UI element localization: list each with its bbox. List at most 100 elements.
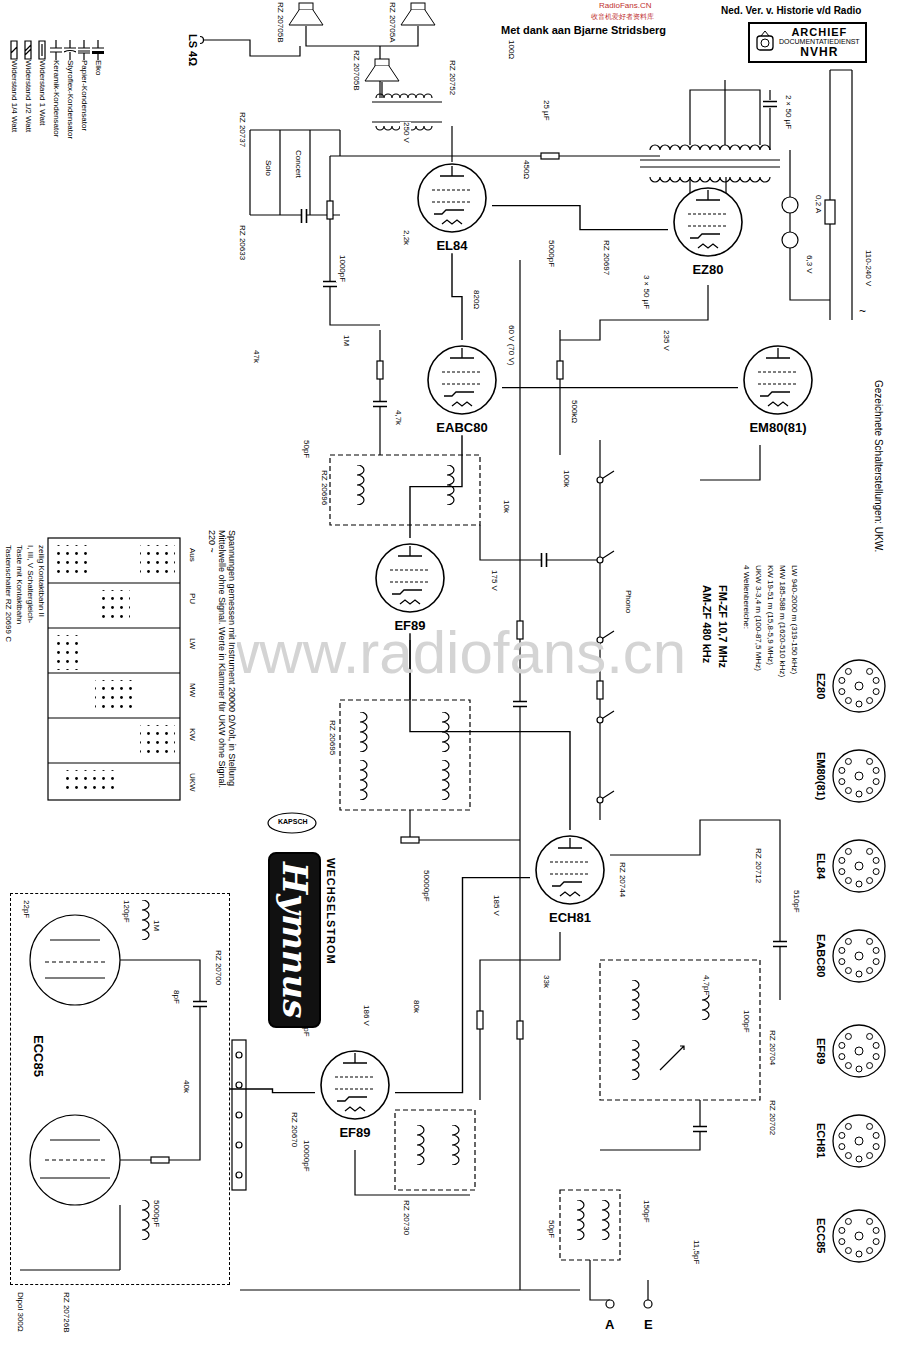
legend-symbol [25, 41, 31, 59]
terminal-circle [236, 1172, 242, 1178]
socket-pin [846, 758, 852, 764]
tube-envelope [370, 538, 450, 618]
socket-pin [839, 1132, 845, 1138]
socket-pin [873, 959, 879, 965]
wire [45, 962, 105, 1160]
socket-pin [856, 701, 862, 707]
tube-grid [688, 214, 728, 226]
part-number: RZ 20737 [236, 112, 247, 147]
value-label: 100Ω [505, 40, 516, 59]
wire [769, 90, 770, 150]
node-title: EF89 [392, 619, 427, 633]
component-symbol [542, 553, 547, 567]
socket-pin [867, 1218, 873, 1224]
wire [600, 1100, 700, 1150]
tube-envelope [738, 340, 818, 420]
value-label: 8pF [170, 990, 181, 1004]
terminal-circle [236, 1082, 242, 1088]
value-label: 3×50 µF [640, 275, 651, 309]
value-label: 1000pF [336, 255, 347, 282]
socket-pin [846, 1123, 852, 1129]
socket-pin [846, 938, 852, 944]
terminal-circle [782, 232, 798, 248]
component-symbol [417, 1125, 424, 1165]
component-symbol [597, 681, 603, 699]
wiring [20, 26, 852, 1300]
legend-text: Widerstand 1/2 Watt [24, 60, 33, 132]
tube-symbol: EF89 [370, 538, 450, 633]
legend-item: Widerstand 1/4 Watt [8, 40, 20, 132]
wire [700, 445, 760, 480]
legend-text: Styroflex-Kondensator [66, 60, 75, 139]
wire [690, 177, 726, 195]
terminal-circle [644, 1300, 652, 1308]
wire [376, 94, 432, 98]
wire [480, 525, 600, 560]
component-box [95, 680, 135, 710]
socket-pin [873, 767, 879, 773]
socket-pin [867, 698, 873, 704]
socket-pin [839, 1054, 845, 1060]
component-symbol [632, 980, 639, 1020]
socket-pin [846, 848, 852, 854]
part-number: RZ 20704 [766, 1030, 777, 1065]
component-symbol [302, 209, 307, 223]
tube-symbol: EABC80 [422, 340, 502, 435]
component-box [52, 545, 92, 575]
value-label: 80k [410, 1000, 421, 1013]
socket-pin [846, 1153, 852, 1159]
component-symbol [452, 1125, 459, 1165]
component-box [48, 538, 180, 800]
socket-pin [856, 1251, 862, 1257]
brand-logo: HymnusWECHSELSTROM [268, 852, 337, 1028]
terminal-circle [597, 637, 603, 643]
part-number: RZ 20705B [350, 50, 361, 90]
tube-symbol: ECH81 [530, 830, 610, 925]
legend-text: Widerstand 1 Watt [38, 60, 47, 126]
value-label: 820Ω [470, 290, 481, 309]
tube-envelope [674, 188, 742, 256]
component-symbol [142, 900, 149, 940]
note: MW 185-588 m (1620-510 kHz) [776, 565, 787, 677]
watermark: www.radiofans.cn [215, 620, 687, 686]
socket-pin [846, 788, 852, 794]
credit-text: Met dank aan Bjarne Stridsberg [500, 24, 667, 36]
socket-pin [873, 1227, 879, 1233]
component-symbol [142, 1200, 149, 1240]
tube-envelope [315, 1045, 395, 1125]
tube-envelope [668, 182, 748, 262]
socket-pin [873, 1132, 879, 1138]
component-symbols [142, 3, 787, 1240]
node-title: EZ80 [815, 673, 827, 699]
wire [690, 80, 760, 145]
logo-text: KAPSCH [277, 818, 309, 826]
socket-pin [867, 1153, 873, 1159]
stamp-text-column: ARCHIEFDOCUMENTATIEDIENSTNVHR [779, 26, 860, 59]
watermark: RadioFans.CN [598, 2, 652, 11]
wire [640, 160, 780, 167]
wire [650, 177, 770, 182]
tube-electrode [552, 838, 582, 896]
wire [40, 940, 110, 1178]
component-symbol [693, 1127, 707, 1132]
voltage-label: 110-240 V [862, 250, 873, 286]
value-label: 100pF [740, 1010, 751, 1033]
socket-center [855, 1137, 863, 1145]
credit-text: Ned. Ver. v. Historie v/d Radio [720, 5, 862, 16]
node-title: Hymnus [268, 852, 321, 1028]
tube-grid [432, 190, 472, 202]
component-symbol [773, 942, 787, 947]
socket-pin [873, 1042, 879, 1048]
stamp-icon [761, 39, 769, 47]
component-symbol [602, 1200, 609, 1240]
voltage-label: 250 V [400, 122, 411, 143]
tube-grid [550, 862, 590, 874]
node-title: EABC80 [815, 934, 827, 977]
socket-outline [831, 1208, 887, 1264]
component-symbol [360, 760, 367, 800]
note: FM-ZF 10,7 MHz [716, 585, 730, 668]
socket-pin [873, 677, 879, 683]
socket-outline [833, 660, 885, 712]
legend-text: Keramik-Kondensator [52, 60, 61, 137]
value-label: 10k [500, 500, 511, 513]
